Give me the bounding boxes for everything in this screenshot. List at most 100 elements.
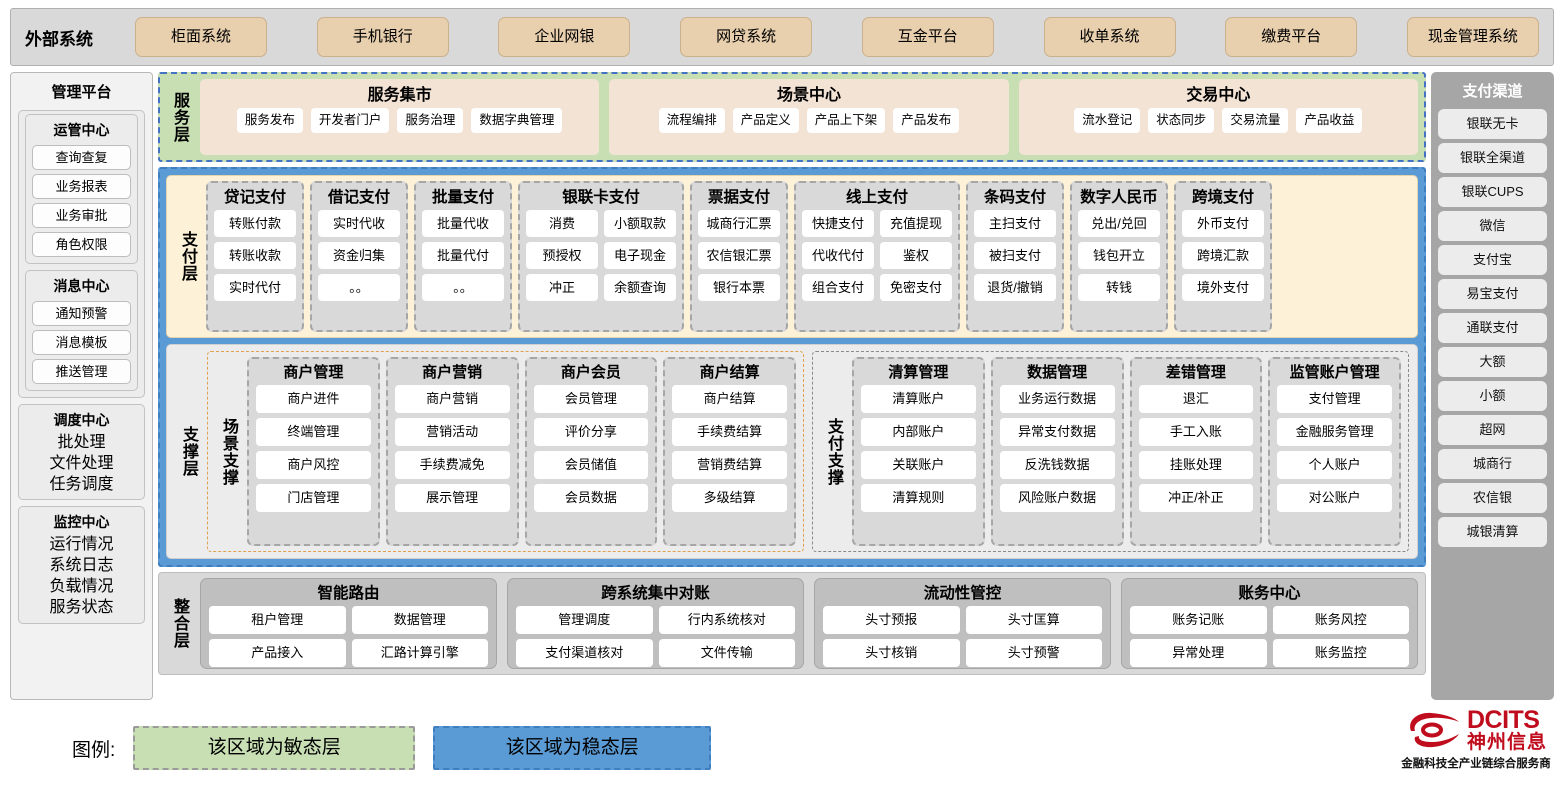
payment-item[interactable]: 余额查询 <box>604 274 676 301</box>
support-item[interactable]: 个人账户 <box>1277 451 1392 479</box>
support-item[interactable]: 风险账户数据 <box>999 484 1115 512</box>
integration-item[interactable]: 支付渠道核对 <box>516 639 653 667</box>
integration-item[interactable]: 异常处理 <box>1130 639 1267 667</box>
payment-item[interactable]: 资金归集 <box>318 242 400 269</box>
payment-channel-item[interactable]: 支付宝 <box>1438 245 1547 275</box>
integration-item[interactable]: 头寸预报 <box>823 606 960 634</box>
payment-item[interactable]: 消费 <box>526 210 598 237</box>
external-system-item[interactable]: 现金管理系统 <box>1406 17 1539 57</box>
payment-channel-item[interactable]: 银联无卡 <box>1438 109 1547 139</box>
payment-item[interactable]: 转账付款 <box>214 210 296 237</box>
support-item[interactable]: 手续费结算 <box>672 418 787 446</box>
payment-channel-item[interactable]: 城商行 <box>1438 449 1547 479</box>
service-item[interactable]: 流程编排 <box>658 108 725 133</box>
support-item[interactable]: 展示管理 <box>394 484 510 512</box>
support-item[interactable]: 商户风控 <box>256 451 371 479</box>
service-item[interactable]: 流水登记 <box>1074 108 1141 133</box>
payment-item[interactable]: 城商行汇票 <box>698 210 780 237</box>
payment-item[interactable]: 组合支付 <box>802 274 874 301</box>
payment-item[interactable]: 。。 <box>318 274 400 301</box>
service-item[interactable]: 开发者门户 <box>310 108 390 133</box>
external-system-item[interactable]: 柜面系统 <box>135 17 267 57</box>
payment-item[interactable]: 跨境汇款 <box>1182 242 1264 269</box>
payment-item[interactable]: 冲正 <box>526 274 598 301</box>
payment-channel-item[interactable]: 银联CUPS <box>1438 177 1547 207</box>
payment-channel-item[interactable]: 农信银 <box>1438 483 1547 513</box>
support-item[interactable]: 评价分享 <box>533 418 649 446</box>
service-item[interactable]: 数据字典管理 <box>471 108 563 133</box>
support-item[interactable]: 营销活动 <box>394 418 510 446</box>
external-system-item[interactable]: 互金平台 <box>861 17 994 57</box>
support-item[interactable]: 门店管理 <box>256 484 371 512</box>
support-item[interactable]: 内部账户 <box>861 418 976 446</box>
payment-item[interactable]: 快捷支付 <box>802 210 874 237</box>
support-item[interactable]: 支付管理 <box>1277 385 1392 413</box>
management-item[interactable]: 任务调度 <box>49 475 114 493</box>
payment-channel-item[interactable]: 银联全渠道 <box>1438 143 1547 173</box>
payment-item[interactable]: 实时代付 <box>214 274 296 301</box>
integration-item[interactable]: 管理调度 <box>516 606 653 634</box>
payment-item[interactable]: 实时代收 <box>318 210 400 237</box>
payment-channel-item[interactable]: 小额 <box>1438 381 1547 411</box>
payment-item[interactable]: 充值提现 <box>880 210 952 237</box>
payment-item[interactable]: 农信银汇票 <box>698 242 780 269</box>
support-item[interactable]: 会员储值 <box>533 451 649 479</box>
integration-item[interactable]: 文件传输 <box>658 639 795 667</box>
integration-item[interactable]: 账务监控 <box>1272 639 1409 667</box>
service-item[interactable]: 服务治理 <box>397 108 464 133</box>
payment-item[interactable]: 电子现金 <box>604 242 676 269</box>
management-item[interactable]: 角色权限 <box>32 232 131 257</box>
integration-item[interactable]: 头寸核销 <box>823 639 960 667</box>
integration-item[interactable]: 汇路计算引擎 <box>351 639 488 667</box>
external-system-item[interactable]: 网贷系统 <box>680 17 813 57</box>
service-item[interactable]: 产品收益 <box>1296 108 1363 133</box>
integration-item[interactable]: 头寸匡算 <box>965 606 1102 634</box>
service-item[interactable]: 产品发布 <box>893 108 960 133</box>
support-item[interactable]: 商户进件 <box>256 385 371 413</box>
payment-item[interactable]: 外币支付 <box>1182 210 1264 237</box>
management-item[interactable]: 负载情况 <box>49 577 114 595</box>
integration-item[interactable]: 数据管理 <box>351 606 488 634</box>
management-item[interactable]: 推送管理 <box>32 359 131 384</box>
service-item[interactable]: 状态同步 <box>1148 108 1215 133</box>
payment-item[interactable]: 批量代收 <box>422 210 504 237</box>
support-item[interactable]: 清算规则 <box>861 484 976 512</box>
support-item[interactable]: 商户营销 <box>394 385 510 413</box>
management-item[interactable]: 服务状态 <box>49 598 114 616</box>
support-item[interactable]: 反洗钱数据 <box>999 451 1115 479</box>
payment-item[interactable]: 批量代付 <box>422 242 504 269</box>
payment-item[interactable]: 小额取款 <box>604 210 676 237</box>
payment-item[interactable]: 银行本票 <box>698 274 780 301</box>
management-item[interactable]: 系统日志 <box>49 557 114 575</box>
management-item[interactable]: 查询查复 <box>32 145 131 170</box>
support-item[interactable]: 清算账户 <box>861 385 976 413</box>
management-item[interactable]: 业务报表 <box>32 174 131 199</box>
support-item[interactable]: 异常支付数据 <box>999 418 1115 446</box>
support-item[interactable]: 营销费结算 <box>672 451 787 479</box>
support-item[interactable]: 终端管理 <box>256 418 371 446</box>
payment-channel-item[interactable]: 微信 <box>1438 211 1547 241</box>
management-item[interactable]: 文件处理 <box>49 454 114 472</box>
payment-item[interactable]: 钱包开立 <box>1078 242 1160 269</box>
payment-channel-item[interactable]: 易宝支付 <box>1438 279 1547 309</box>
payment-item[interactable]: 。。 <box>422 274 504 301</box>
integration-item[interactable]: 租户管理 <box>209 606 346 634</box>
support-item[interactable]: 会员数据 <box>533 484 649 512</box>
payment-item[interactable]: 境外支付 <box>1182 274 1264 301</box>
support-item[interactable]: 对公账户 <box>1277 484 1392 512</box>
payment-item[interactable]: 兑出/兑回 <box>1078 210 1160 237</box>
management-item[interactable]: 运行情况 <box>49 536 114 554</box>
support-item[interactable]: 退汇 <box>1138 385 1254 413</box>
service-item[interactable]: 交易流量 <box>1222 108 1289 133</box>
payment-item[interactable]: 转钱 <box>1078 274 1160 301</box>
payment-item[interactable]: 被扫支付 <box>974 242 1056 269</box>
external-system-item[interactable]: 企业网银 <box>498 17 631 57</box>
support-item[interactable]: 商户结算 <box>672 385 787 413</box>
payment-item[interactable]: 鉴权 <box>880 242 952 269</box>
support-item[interactable]: 业务运行数据 <box>999 385 1115 413</box>
management-item[interactable]: 通知预警 <box>32 301 131 326</box>
external-system-item[interactable]: 缴费平台 <box>1225 17 1358 57</box>
integration-item[interactable]: 头寸预警 <box>965 639 1102 667</box>
support-item[interactable]: 关联账户 <box>861 451 976 479</box>
integration-item[interactable]: 产品接入 <box>209 639 346 667</box>
